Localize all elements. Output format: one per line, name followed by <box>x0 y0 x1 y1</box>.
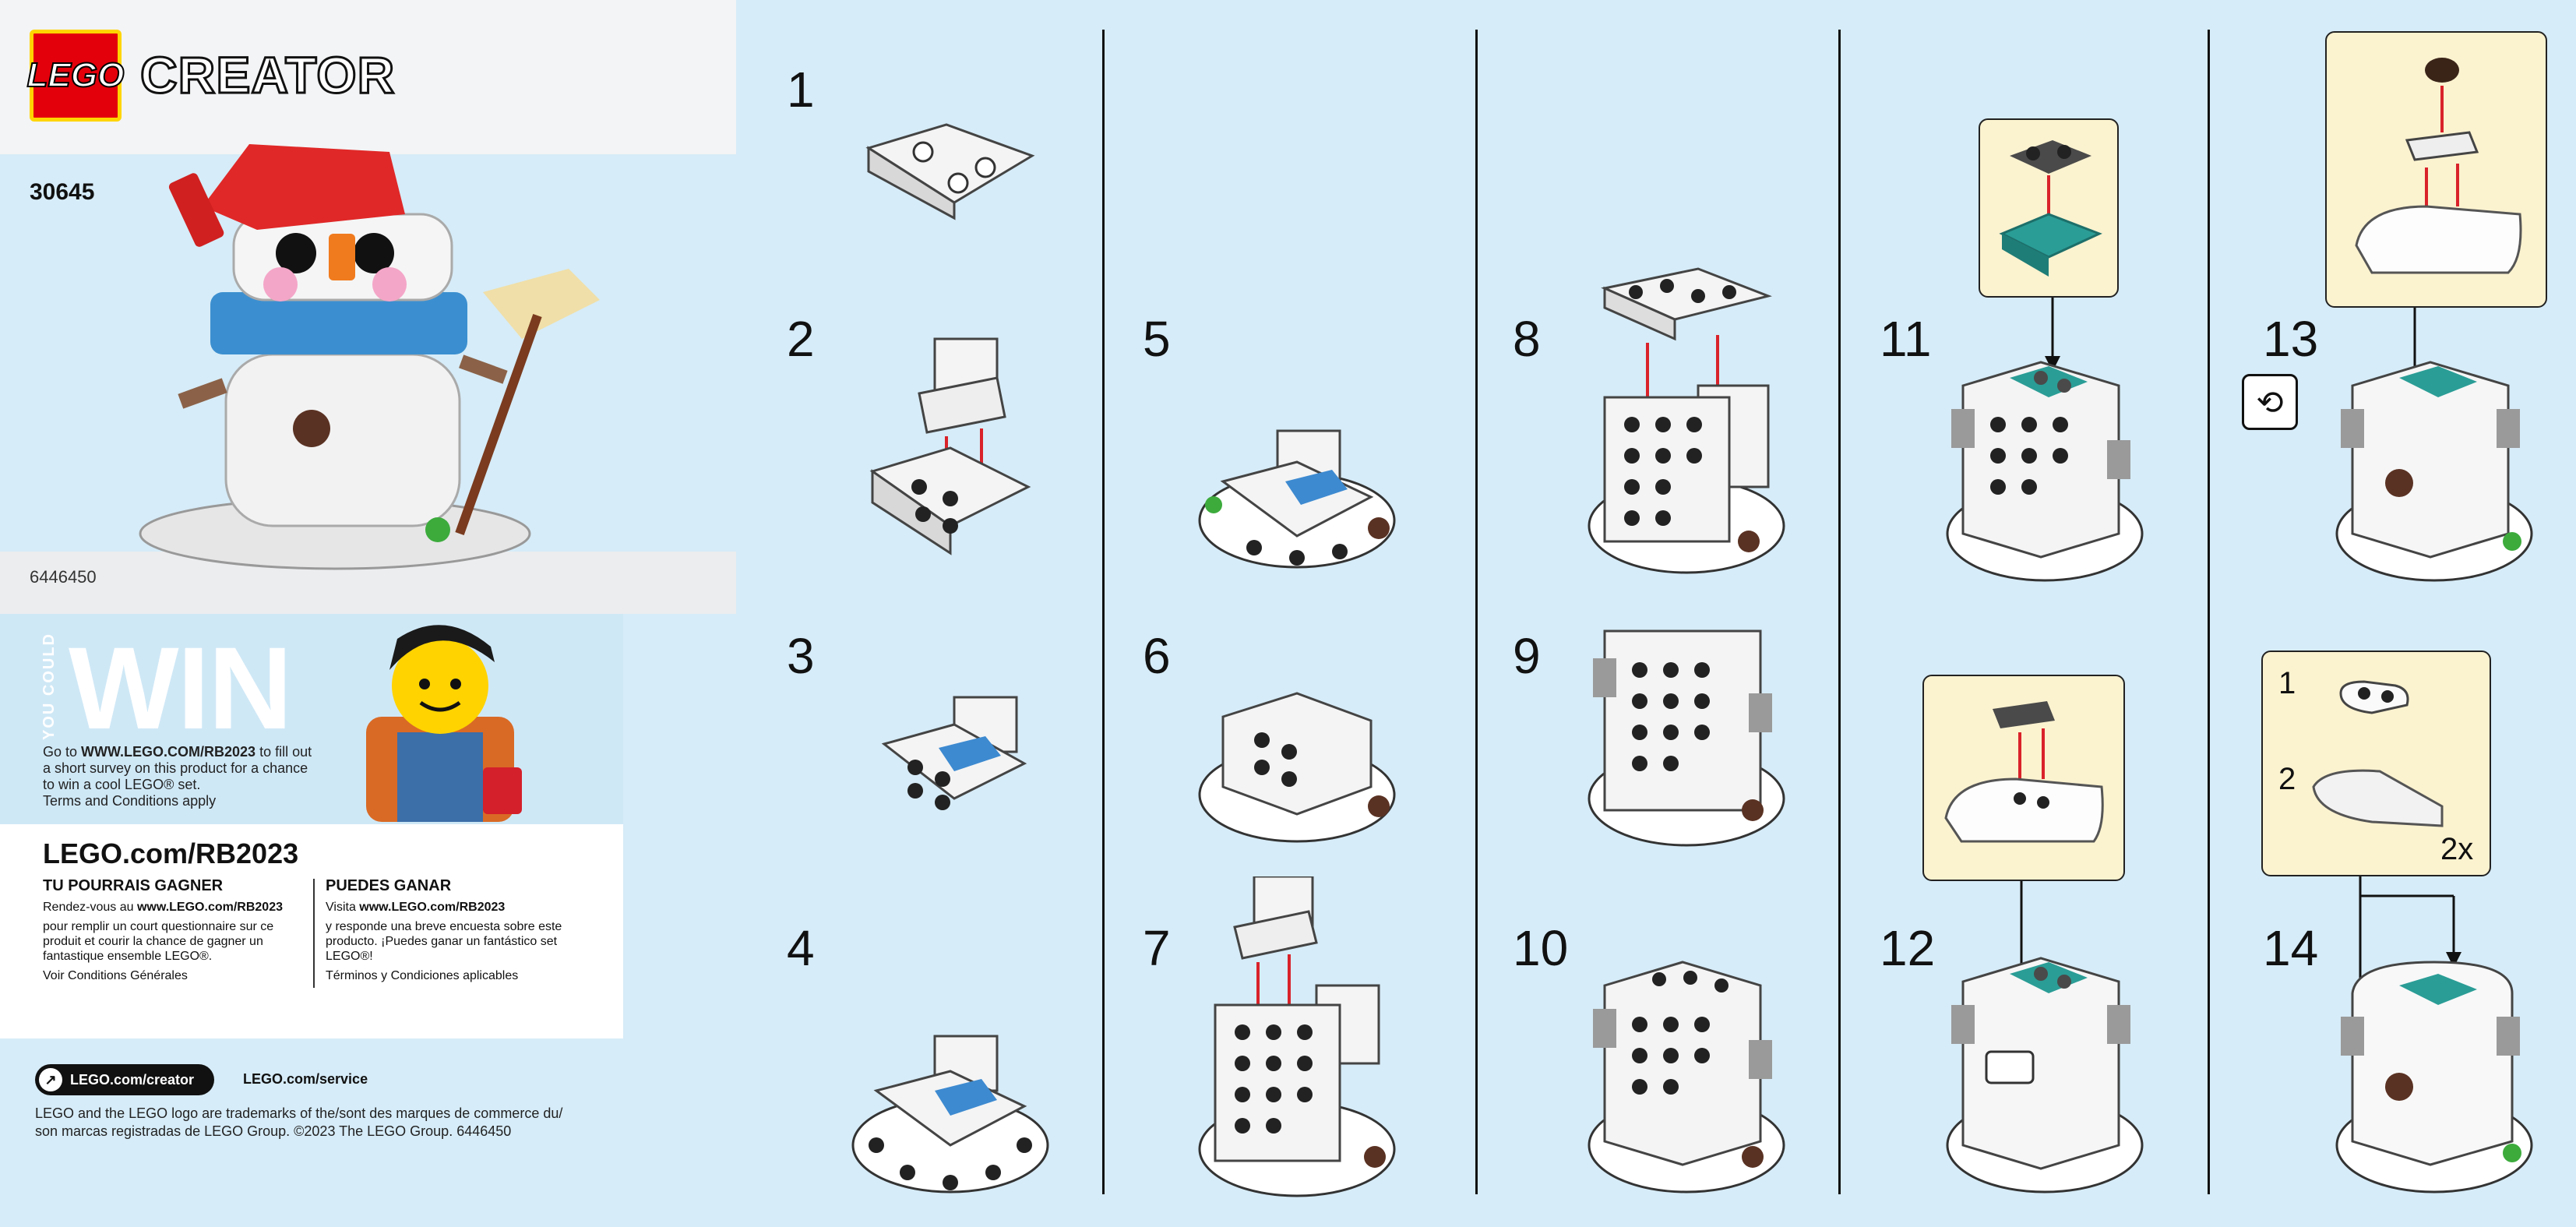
set-code: 6446450 <box>30 567 97 587</box>
promo-fr-body: pour remplir un court questionnaire sur … <box>43 920 274 963</box>
step-14-quantity: 2x <box>2440 832 2474 866</box>
promo-survey-link[interactable]: WWW.LEGO.COM/RB2023 <box>81 744 256 760</box>
promo-es-terms: Términos y Condiciones aplicables <box>326 969 519 982</box>
step-13-illustration <box>2335 361 2533 582</box>
step-number-3: 3 <box>787 628 815 684</box>
step-number-11: 11 <box>1880 311 1932 367</box>
step-9-illustration <box>1588 629 1785 847</box>
trademark-line-2: son marcas registradas de LEGO Group. ©2… <box>35 1123 512 1139</box>
step-number-4: 4 <box>787 920 815 976</box>
rotate-model-icon: ⟲ <box>2242 374 2298 430</box>
step-8-illustration <box>1588 267 1785 574</box>
step-number-6: 6 <box>1143 628 1171 684</box>
column-divider-3 <box>1838 30 1841 1194</box>
step-11-illustration <box>1946 361 2144 582</box>
promo-info-panel <box>0 824 623 1038</box>
column-divider-2 <box>1475 30 1478 1194</box>
step-number-1: 1 <box>787 62 815 118</box>
promo-es-prefix: Visita <box>326 901 360 914</box>
promo-terms: Terms and Conditions apply <box>43 793 217 809</box>
step-number-5: 5 <box>1143 311 1171 367</box>
promo-fr-terms: Voir Conditions Générales <box>43 969 188 982</box>
promo-fr-link[interactable]: www.LEGO.com/RB2023 <box>136 901 283 914</box>
step-11-arrow <box>2045 298 2060 372</box>
column-divider-1 <box>1102 30 1105 1194</box>
step-4-illustration <box>851 1035 1049 1194</box>
set-number: 30645 <box>30 179 95 205</box>
promo-text-prefix: Go to <box>43 744 82 760</box>
step-1-illustration <box>865 123 1035 220</box>
step-12-callout-illustration <box>1944 701 2104 843</box>
step-number-9: 9 <box>1513 628 1541 684</box>
snowman-model-image <box>139 144 600 570</box>
creator-logo: CREATOR <box>139 45 396 105</box>
promo-column-divider <box>313 879 315 988</box>
step-12-illustration <box>1946 957 2144 1194</box>
step-number-7: 7 <box>1143 920 1171 976</box>
cover-header <box>0 0 736 154</box>
trademark-notice: LEGO and the LEGO logo are trademarks of… <box>35 1105 627 1141</box>
step-14-callout-illustration <box>2312 680 2444 827</box>
lego-logo: LEGO <box>26 30 125 122</box>
step-number-13: 13 <box>2263 311 2319 367</box>
promo-text-body: to fill out a short survey on this produ… <box>43 744 312 792</box>
step-11-callout-illustration <box>1999 140 2102 277</box>
promo-es-body: y responde una breve encuesta sobre este… <box>326 920 562 963</box>
step-5-illustration <box>1198 429 1396 569</box>
step-number-12: 12 <box>1880 920 1936 976</box>
promo-spanish: PUEDES GANAR Visita www.LEGO.com/RB2023 … <box>326 877 590 988</box>
promo-description: Go to WWW.LEGO.COM/RB2023 to fill out a … <box>43 744 323 809</box>
creator-link-button[interactable]: ↗ LEGO.com/creator <box>35 1064 214 1095</box>
step-13-callout-illustration <box>2355 58 2522 274</box>
step-number-2: 2 <box>787 311 815 367</box>
promo-french: TU POURRAIS GAGNER Rendez-vous au www.LE… <box>43 877 308 988</box>
lego-logo-text: LEGO <box>26 55 125 95</box>
service-link[interactable]: LEGO.com/service <box>243 1071 368 1087</box>
promo-es-heading: PUEDES GANAR <box>326 877 452 894</box>
step-14-illustration <box>2335 961 2533 1194</box>
trademark-line-1: LEGO and the LEGO logo are trademarks of… <box>35 1105 563 1121</box>
arrow-up-right-icon: ↗ <box>39 1068 62 1091</box>
promo-es-link[interactable]: www.LEGO.com/RB2023 <box>359 901 506 914</box>
step-2-illustration <box>869 337 1031 555</box>
promo-fr-heading: TU POURRAIS GAGNER <box>43 877 224 894</box>
step-number-10: 10 <box>1513 920 1569 976</box>
step-14-substep-1: 1 <box>2278 666 2296 700</box>
minifigure-image <box>366 625 522 822</box>
promo-you-could: YOU COULD <box>41 633 58 740</box>
promo-win: WIN <box>69 622 293 753</box>
column-divider-4 <box>2208 30 2210 1194</box>
step-7-illustration <box>1198 876 1396 1197</box>
promo-fr-prefix: Rendez-vous au <box>43 901 137 914</box>
step-10-illustration <box>1588 961 1785 1194</box>
promo-url-link[interactable]: LEGO.com/RB2023 <box>43 837 299 869</box>
step-number-14: 14 <box>2263 920 2319 976</box>
creator-link-label: LEGO.com/creator <box>70 1071 195 1088</box>
step-6-illustration <box>1198 692 1396 843</box>
step-number-8: 8 <box>1513 311 1541 367</box>
step-14-substep-2: 2 <box>2278 762 2296 796</box>
step-3-illustration <box>881 696 1027 810</box>
